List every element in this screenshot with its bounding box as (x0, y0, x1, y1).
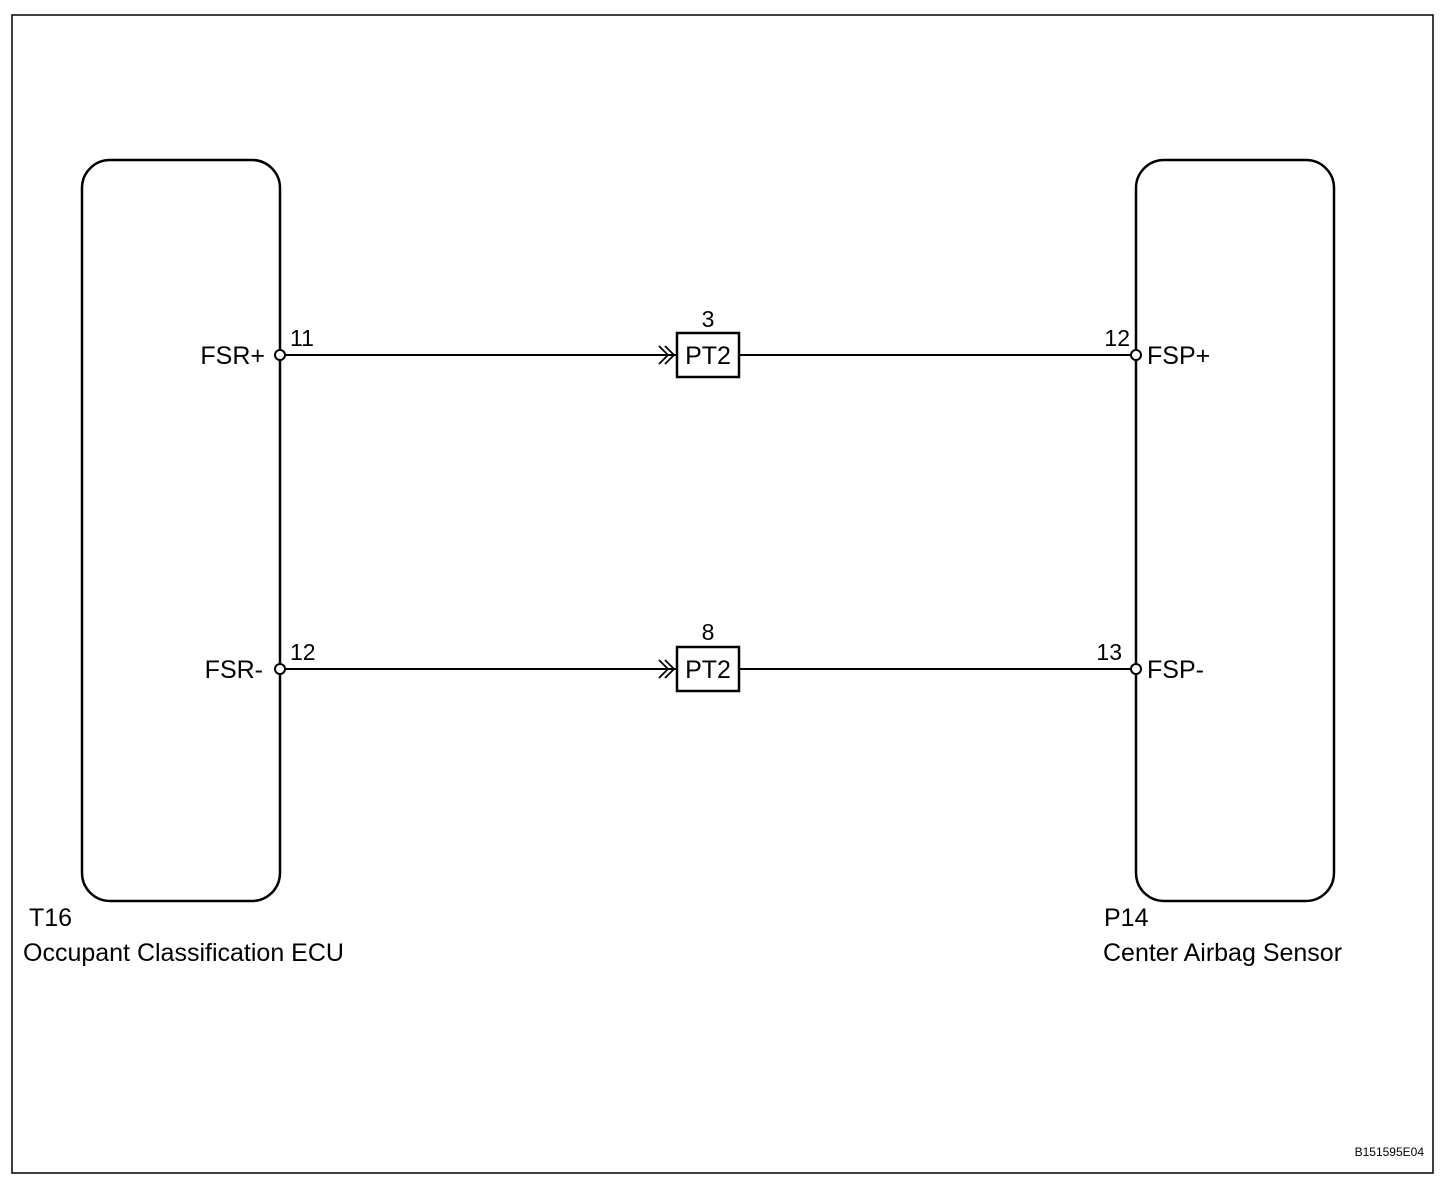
occupant-classification-ecu-body (80, 158, 282, 903)
right-component-name: Center Airbag Sensor (1103, 939, 1342, 967)
connector-arrow-icon (658, 659, 676, 679)
connector-pin-1: 3 (702, 306, 715, 332)
connector-box-pt2-top (675, 331, 741, 379)
left-component-code: T16 (29, 904, 72, 932)
left-pin-number-1: 11 (290, 325, 314, 351)
left-pin-signal-1: FSR+ (200, 342, 265, 370)
terminal-circle-icon (274, 663, 286, 675)
figure-id: B151595E04 (1355, 1145, 1425, 1159)
center-airbag-sensor-body (1134, 158, 1336, 903)
right-pin-signal-1: FSP+ (1147, 342, 1210, 370)
right-component-code: P14 (1104, 904, 1149, 932)
left-component-name: Occupant Classification ECU (23, 939, 344, 967)
terminal-circle-icon (1130, 663, 1142, 675)
terminal-circle-icon (1130, 349, 1142, 361)
connector-label-1: PT2 (685, 342, 731, 370)
connector-pin-2: 8 (702, 619, 715, 645)
right-pin-number-1: 12 (1104, 325, 1130, 351)
right-pin-number-2: 13 (1096, 639, 1122, 665)
terminal-circle-icon (274, 349, 286, 361)
left-pin-number-2: 12 (290, 639, 316, 665)
connector-arrow-icon (658, 345, 676, 365)
left-pin-signal-2: FSR- (205, 656, 263, 684)
diagram-frame (11, 14, 1434, 1174)
right-pin-signal-2: FSP- (1147, 656, 1204, 684)
connector-box-pt2-bottom (675, 645, 741, 693)
connector-label-2: PT2 (685, 656, 731, 684)
